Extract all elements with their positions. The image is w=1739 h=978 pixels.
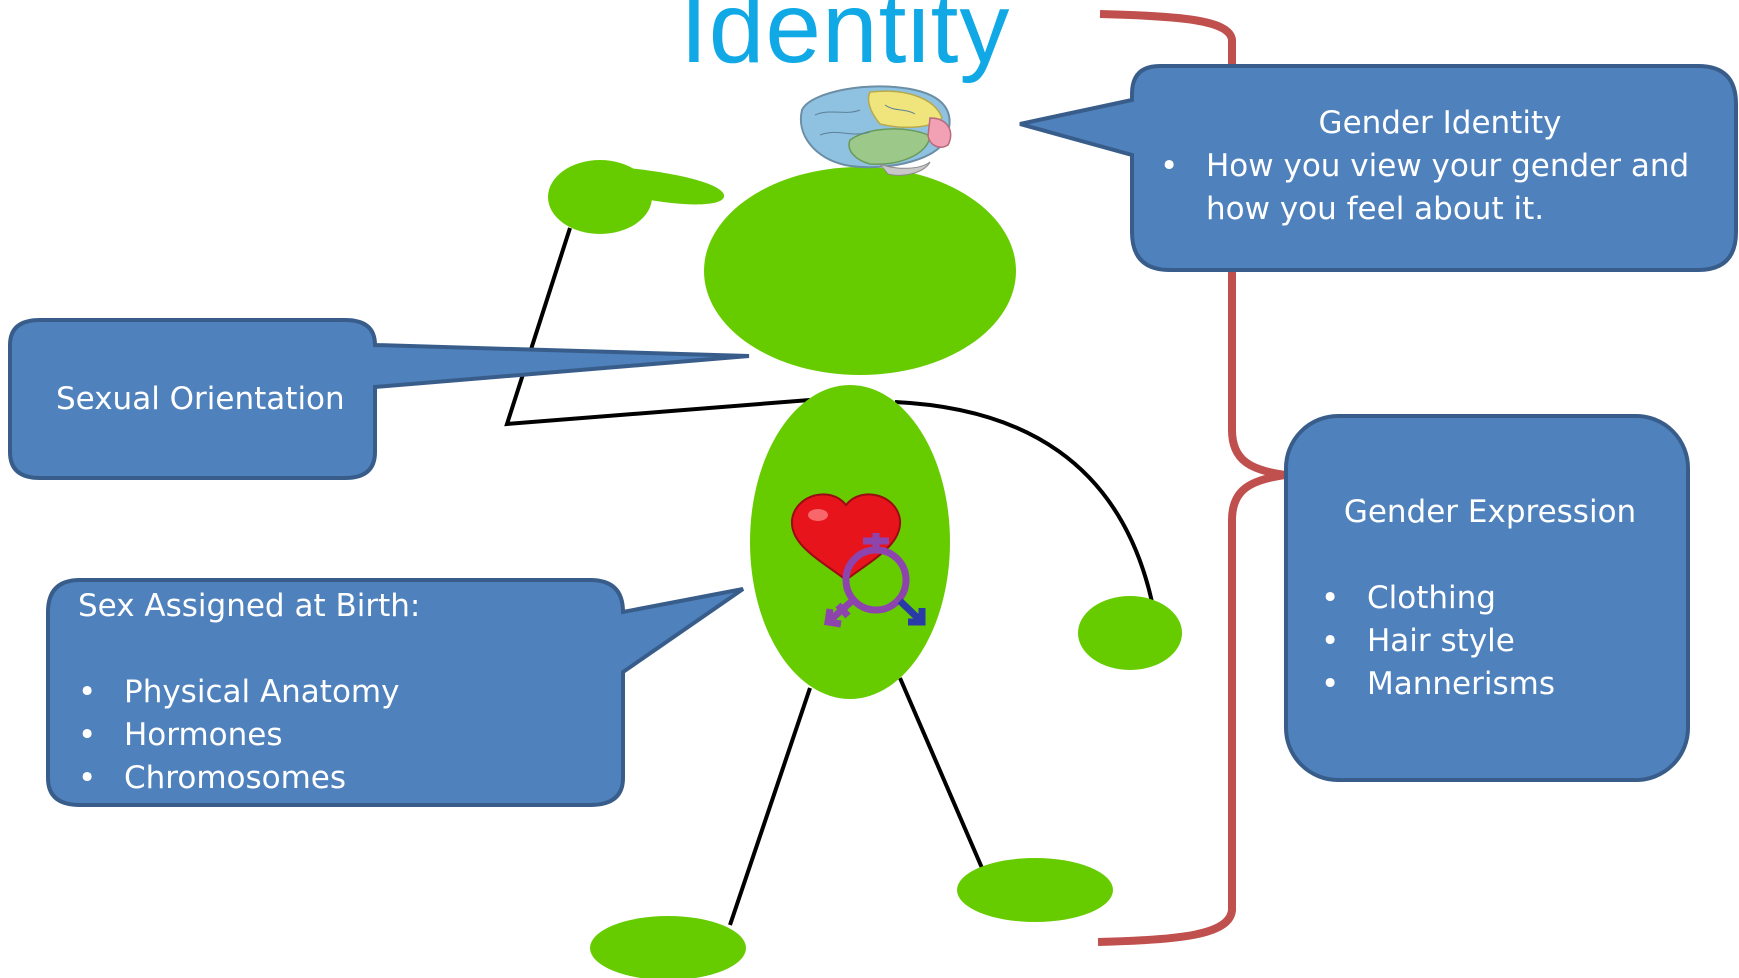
callout-sexual-orientation: Sexual Orientation xyxy=(56,378,376,421)
page-title: Identity xyxy=(680,0,1011,84)
head xyxy=(704,167,1016,375)
sex-assigned-bullets: Physical Anatomy Hormones Chromosomes xyxy=(78,671,598,800)
gender-identity-heading: Gender Identity xyxy=(1318,105,1562,141)
callout-gender-identity: Gender Identity How you view your gender… xyxy=(1160,102,1720,231)
right-leg xyxy=(898,677,984,869)
callout-gender-expression: Gender Expression Clothing Hair style Ma… xyxy=(1300,491,1680,706)
gender-expression-heading: Gender Expression xyxy=(1343,494,1637,530)
callout-sex-assigned: Sex Assigned at Birth: Physical Anatomy … xyxy=(78,585,598,800)
gender-expression-bullets: Clothing Hair style Mannerisms xyxy=(1300,577,1680,706)
left-foot xyxy=(590,916,746,978)
left-hand-thumb xyxy=(590,165,725,205)
callout-sexual-orientation-shape xyxy=(8,318,750,480)
right-arm xyxy=(894,400,1154,603)
transgender-symbol-icon xyxy=(824,533,926,628)
brain-icon xyxy=(799,85,952,176)
gender-expression-bullet: Mannerisms xyxy=(1321,663,1680,706)
right-hand xyxy=(1078,596,1182,670)
gender-expression-bullet: Hair style xyxy=(1321,620,1680,663)
figure-body xyxy=(548,160,1182,978)
gender-identity-bullet: How you view your gender and how you fee… xyxy=(1160,145,1720,231)
sex-assigned-bullet: Hormones xyxy=(78,714,598,757)
stick-figure xyxy=(504,227,1154,926)
left-arm xyxy=(504,227,811,427)
sex-assigned-bullet: Chromosomes xyxy=(78,757,598,800)
left-leg xyxy=(728,687,812,926)
gender-identity-bullets: How you view your gender and how you fee… xyxy=(1160,145,1720,231)
sexual-orientation-heading: Sexual Orientation xyxy=(56,381,345,417)
right-foot xyxy=(957,858,1113,922)
gender-expression-bullet: Clothing xyxy=(1321,577,1680,620)
sex-assigned-bullet: Physical Anatomy xyxy=(78,671,598,714)
sex-assigned-heading: Sex Assigned at Birth: xyxy=(78,588,421,624)
